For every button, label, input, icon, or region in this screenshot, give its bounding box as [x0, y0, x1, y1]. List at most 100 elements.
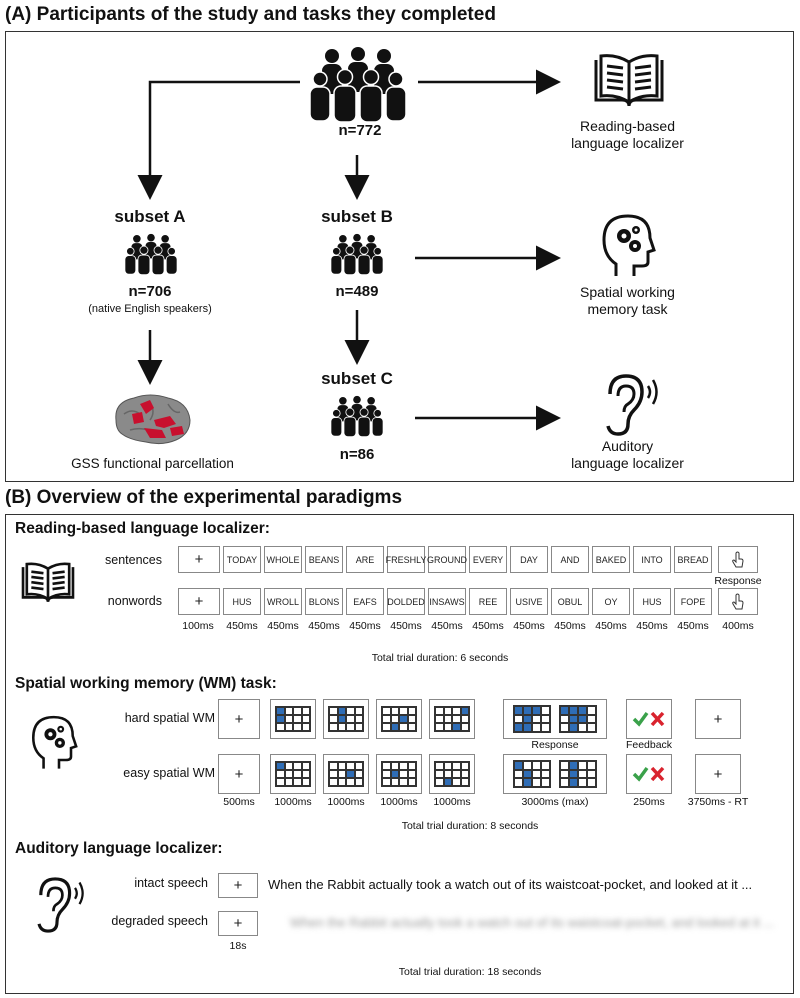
- auditory-task-line-1: Auditory: [601, 438, 654, 454]
- subset-c-count: n=86: [339, 446, 375, 463]
- grid-cell: [407, 762, 416, 770]
- easy-wm-label: easy spatial WM: [123, 766, 215, 780]
- grid-cell: [560, 769, 569, 779]
- grid-cell: [382, 715, 391, 723]
- grid-cell: [532, 761, 541, 770]
- grid-cell: [541, 706, 550, 715]
- grid-cell: [390, 723, 399, 731]
- grid-cell: [329, 715, 338, 723]
- grid-cell: [452, 770, 461, 778]
- grid-cell: [354, 707, 363, 715]
- spatial-grid: [434, 761, 470, 787]
- wm-timing-label: 3750ms - RT: [687, 796, 749, 808]
- grid-cell: [514, 761, 523, 770]
- grid-cell: [337, 707, 346, 715]
- grid-cell: [293, 778, 302, 786]
- total-count: n=772: [338, 122, 382, 139]
- grid-cell: [337, 770, 346, 778]
- spatial-grid: [328, 761, 364, 787]
- grid-cell: [293, 723, 302, 731]
- grid-cell: [382, 723, 391, 731]
- grid-cell: [587, 778, 596, 787]
- grid-cell: [523, 778, 532, 787]
- grid-cell: [382, 707, 391, 715]
- reading-timing-label: 450ms: [554, 620, 586, 632]
- grid-cell: [390, 707, 399, 715]
- grid-cell: [407, 715, 416, 723]
- spatial-task-line-1: Spatial working: [580, 284, 675, 300]
- auditory-task-line-2: language localizer: [571, 455, 684, 471]
- grid-cell: [443, 770, 452, 778]
- spatial-grid: [559, 760, 597, 788]
- grid-cell: [587, 769, 596, 779]
- grid-cell: [452, 715, 461, 723]
- wm-timing-label: 1000ms: [380, 796, 418, 808]
- ear-icon: [606, 374, 658, 436]
- grid-cell: [532, 714, 541, 724]
- grid-cell: [390, 715, 399, 723]
- grid-cell: [337, 715, 346, 723]
- nonword-word-box: DOLDED: [387, 588, 425, 615]
- grid-cell: [532, 706, 541, 715]
- wm-timing-label: 1000ms: [274, 796, 312, 808]
- grid-cell: [460, 715, 469, 723]
- grid-cell: [337, 762, 346, 770]
- reading-timing-label: 450ms: [472, 620, 504, 632]
- grid-cell: [452, 723, 461, 731]
- sentence-word-box: AND: [551, 546, 589, 573]
- degraded-speech-text: When the Rabbit actually took a watch ou…: [290, 915, 775, 930]
- panel-a-title: (A) Participants of the study and tasks …: [5, 4, 496, 25]
- grid-cell: [435, 762, 444, 770]
- reading-timing-label: 450ms: [308, 620, 340, 632]
- subset-a-count: n=706: [128, 283, 172, 300]
- grid-cell: [293, 762, 302, 770]
- grid-cell: [587, 714, 596, 724]
- grid-cell: [452, 778, 461, 786]
- fixation-box: +: [218, 699, 260, 739]
- grid-cell: [284, 723, 293, 731]
- wm-timing-label: 3000ms (max): [521, 796, 589, 808]
- grid-cell: [578, 723, 587, 732]
- reading-task-line-2: language localizer: [571, 135, 684, 151]
- reading-total: Total trial duration: 6 seconds: [371, 652, 509, 664]
- auditory-total: Total trial duration: 18 seconds: [398, 966, 542, 978]
- grid-cell: [354, 778, 363, 786]
- grid-cell: [443, 778, 452, 786]
- brain-parcellation-image: [115, 394, 191, 445]
- sentence-word-box: ARE: [346, 546, 384, 573]
- grid-cell: [541, 723, 550, 732]
- sentences-label: sentences: [105, 553, 162, 567]
- grid-cell: [514, 778, 523, 787]
- reading-timing-label: 450ms: [636, 620, 668, 632]
- nonword-word-box: HUS: [223, 588, 261, 615]
- check-cross-icon: [632, 766, 665, 782]
- grid-cell: [399, 770, 408, 778]
- grid-cell: [523, 761, 532, 770]
- nonword-word-box: REE: [469, 588, 507, 615]
- reading-timing-label: 450ms: [677, 620, 709, 632]
- grid-cell: [514, 723, 523, 732]
- spatial-task-line-2: memory task: [587, 301, 668, 317]
- grid-cell: [435, 707, 444, 715]
- grid-cell: [541, 778, 550, 787]
- grid-cell: [301, 723, 310, 731]
- spatial-grid: [513, 760, 551, 788]
- spatial-grid: [328, 706, 364, 732]
- nonword-word-box: INSAWS: [428, 588, 466, 615]
- reading-heading: Reading-based language localizer:: [15, 520, 270, 537]
- wm-timing-label: 1000ms: [433, 796, 471, 808]
- sentence-word-box: FRESHLY: [386, 546, 426, 573]
- reading-timing-label: 450ms: [513, 620, 545, 632]
- nonword-word-box: HUS: [633, 588, 671, 615]
- wm-feedback-label: Feedback: [625, 739, 673, 751]
- subset-b-label: subset B: [321, 207, 393, 226]
- grid-cell: [337, 778, 346, 786]
- grid-cell: [569, 714, 578, 724]
- sentence-word-box: WHOLE: [264, 546, 302, 573]
- nonwords-label: nonwords: [107, 594, 162, 608]
- response-box: [718, 546, 758, 573]
- grid-cell: [514, 706, 523, 715]
- reading-timing-label: 450ms: [349, 620, 381, 632]
- sentence-word-box: BAKED: [592, 546, 630, 573]
- grid-cell: [346, 715, 355, 723]
